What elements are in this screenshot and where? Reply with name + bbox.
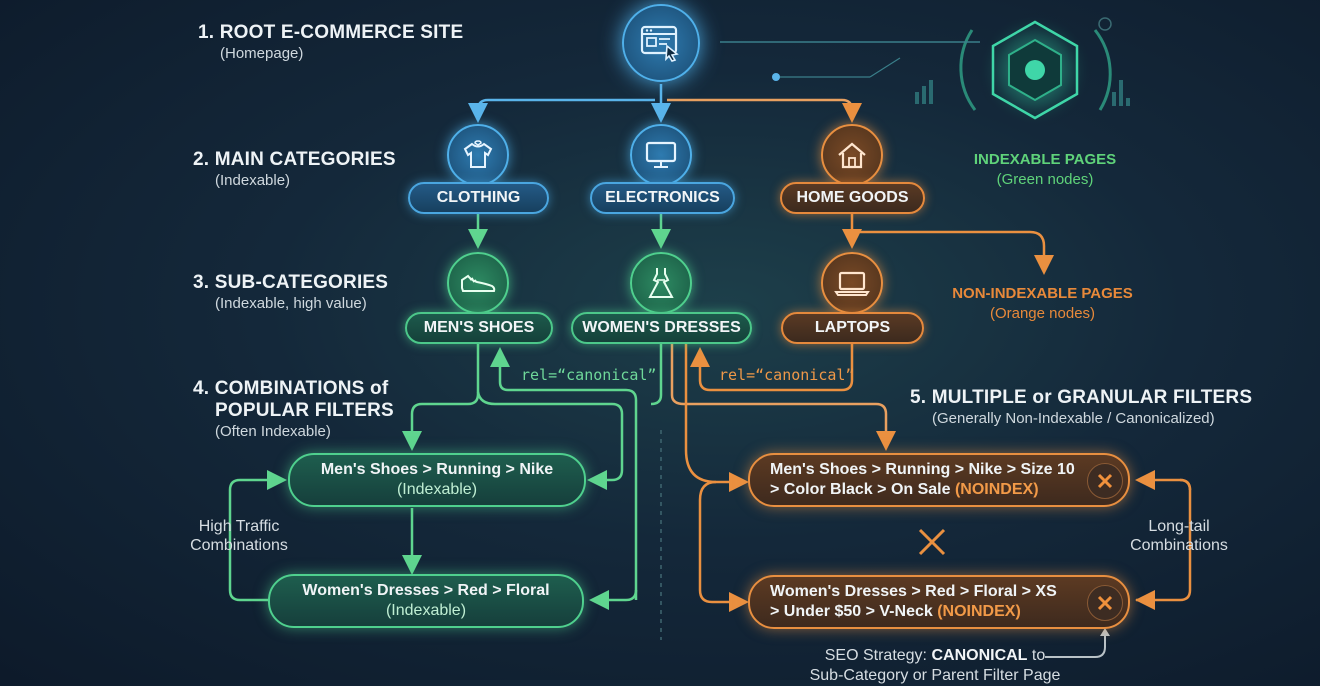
high-traffic-line1: High Traffic bbox=[198, 518, 280, 535]
seo-strategy-suffix: to bbox=[1027, 647, 1046, 664]
long-tail-line2: Combinations bbox=[1130, 537, 1228, 554]
popular-filter-1-status: (Indexable) bbox=[396, 481, 478, 498]
level-2-label: 2. MAIN CATEGORIES (Indexable) bbox=[193, 149, 396, 190]
subcategory-laptops[interactable]: LAPTOPS bbox=[781, 312, 924, 344]
high-traffic-line2: Combinations bbox=[190, 537, 288, 554]
legend-nonindexable-subtitle: (Orange nodes) bbox=[989, 305, 1096, 322]
level-3-subtitle: (Indexable, high value) bbox=[215, 295, 367, 312]
noindex-x-button-2[interactable] bbox=[1087, 585, 1123, 621]
close-icon bbox=[1097, 595, 1113, 611]
subcategory-womens-dresses[interactable]: WOMEN'S DRESSES bbox=[571, 312, 752, 344]
popular-filter-1-text: Men's Shoes > Running > Nike bbox=[320, 461, 554, 478]
granular-filter-1-line2: > Color Black > On Sale bbox=[770, 481, 951, 498]
level-4-title-line1: 4. COMBINATIONS of bbox=[193, 378, 389, 399]
granular-filter-1-line1: Men's Shoes > Running > Nike > Size 10 bbox=[770, 461, 1075, 478]
category-clothing[interactable]: CLOTHING bbox=[408, 182, 549, 214]
level-5-subtitle: (Generally Non-Indexable / Canonicalized… bbox=[932, 410, 1215, 427]
womens-dresses-icon-node bbox=[630, 252, 692, 314]
legend-indexable: INDEXABLE PAGES (Green nodes) bbox=[950, 150, 1140, 190]
granular-filter-2-noindex: (NOINDEX) bbox=[937, 603, 1021, 620]
high-traffic-label: High Traffic Combinations bbox=[180, 517, 298, 555]
laptops-icon-node bbox=[821, 252, 883, 314]
granular-filter-womens-dresses[interactable]: Women's Dresses > Red > Floral > XS > Un… bbox=[748, 575, 1130, 629]
granular-filter-2-line2: > Under $50 > V-Neck bbox=[770, 603, 933, 620]
granular-filter-2-line1: Women's Dresses > Red > Floral > XS bbox=[770, 583, 1057, 600]
level-4-title-line2: POPULAR FILTERS bbox=[215, 400, 394, 421]
legend-nonindexable-title: NON-INDEXABLE PAGES bbox=[952, 285, 1133, 302]
noindex-x-button-1[interactable] bbox=[1087, 463, 1123, 499]
level-1-subtitle: (Homepage) bbox=[220, 45, 304, 62]
home-goods-icon-node bbox=[821, 124, 883, 186]
popular-filter-2-text: Women's Dresses > Red > Floral bbox=[302, 582, 550, 599]
monitor-icon bbox=[645, 141, 677, 168]
popular-filter-2-status: (Indexable) bbox=[385, 602, 467, 619]
level-2-subtitle: (Indexable) bbox=[215, 172, 291, 189]
seo-strategy-note: SEO Strategy: CANONICAL to Sub-Category … bbox=[795, 646, 1075, 686]
legend-indexable-title: INDEXABLE PAGES bbox=[973, 151, 1117, 168]
popular-filter-mens-running-nike[interactable]: Men's Shoes > Running > Nike (Indexable) bbox=[288, 453, 586, 507]
mens-shoes-icon-node bbox=[447, 252, 509, 314]
level-3-label: 3. SUB-CATEGORIES (Indexable, high value… bbox=[193, 272, 388, 313]
canonical-label-left: rel=“canonical” bbox=[521, 366, 657, 384]
granular-filter-mens-shoes[interactable]: Men's Shoes > Running > Nike > Size 10 >… bbox=[748, 453, 1130, 507]
hexagon-chip-icon bbox=[720, 12, 1130, 128]
category-electronics[interactable]: ELECTRONICS bbox=[590, 182, 735, 214]
root-homepage-node[interactable] bbox=[622, 4, 700, 82]
canonical-label-right: rel=“canonical” bbox=[719, 366, 855, 384]
subcategory-mens-shoes[interactable]: MEN'S SHOES bbox=[405, 312, 553, 344]
level-1-title: 1. ROOT E-COMMERCE SITE bbox=[198, 22, 464, 43]
house-icon bbox=[838, 142, 866, 169]
level-2-title: 2. MAIN CATEGORIES bbox=[193, 149, 396, 170]
seo-strategy-canonical: CANONICAL bbox=[931, 647, 1028, 664]
shirt-icon bbox=[463, 140, 493, 168]
seo-strategy-prefix: SEO Strategy: bbox=[824, 647, 932, 664]
close-icon bbox=[1097, 473, 1113, 489]
level-5-title: 5. MULTIPLE or GRANULAR FILTERS bbox=[910, 387, 1253, 408]
level-5-label: 5. MULTIPLE or GRANULAR FILTERS (General… bbox=[910, 387, 1252, 428]
browser-cursor-icon bbox=[640, 25, 679, 62]
clothing-icon-node bbox=[447, 124, 509, 186]
long-tail-label: Long-tail Combinations bbox=[1120, 517, 1238, 555]
dress-icon bbox=[648, 268, 674, 298]
laptop-icon bbox=[834, 271, 870, 296]
sneaker-icon bbox=[461, 274, 496, 292]
seo-strategy-line2: Sub-Category or Parent Filter Page bbox=[809, 667, 1061, 684]
close-icon bbox=[918, 528, 946, 556]
level-4-label: 4. COMBINATIONS of POPULAR FILTERS (Ofte… bbox=[193, 378, 394, 441]
legend-nonindexable: NON-INDEXABLE PAGES (Orange nodes) bbox=[935, 284, 1150, 324]
granular-filter-1-noindex: (NOINDEX) bbox=[954, 481, 1039, 498]
category-home-goods[interactable]: HOME GOODS bbox=[780, 182, 925, 214]
electronics-icon-node bbox=[630, 124, 692, 186]
legend-indexable-subtitle: (Green nodes) bbox=[996, 171, 1094, 188]
popular-filter-womens-red-floral[interactable]: Women's Dresses > Red > Floral (Indexabl… bbox=[268, 574, 584, 628]
level-1-label: 1. ROOT E-COMMERCE SITE (Homepage) bbox=[198, 22, 463, 63]
level-3-title: 3. SUB-CATEGORIES bbox=[193, 272, 389, 293]
level-4-subtitle: (Often Indexable) bbox=[215, 423, 331, 440]
long-tail-line1: Long-tail bbox=[1148, 518, 1210, 535]
